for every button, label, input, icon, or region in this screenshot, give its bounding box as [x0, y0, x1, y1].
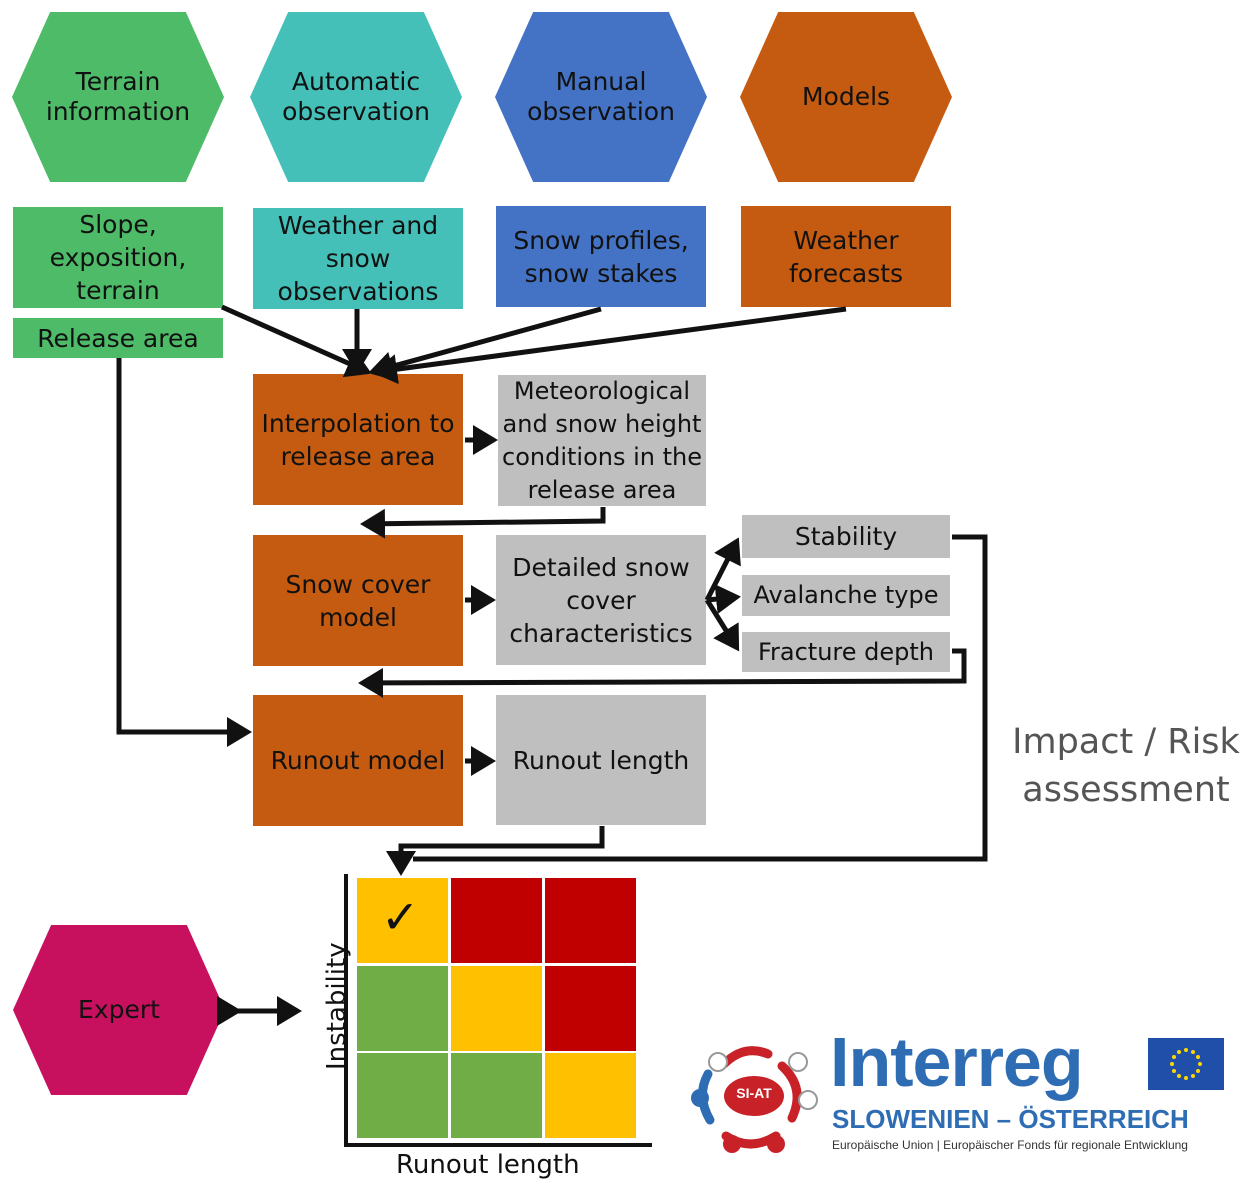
arrow-release-to-runout — [116, 358, 253, 747]
matrix-cell — [451, 878, 542, 963]
snow-profiles-label: Snow profiles, snow stakes — [513, 225, 689, 288]
matrix-cell — [545, 878, 636, 963]
fracture-depth-label: Fracture depth — [757, 637, 935, 666]
arrow-detailed-to-avalanche-type — [706, 584, 741, 615]
runout-model-box: Runout model — [253, 695, 463, 826]
matrix-cell — [545, 1053, 636, 1138]
detailed-snow-cover-label: Detailed snow cover characteristics — [509, 552, 693, 648]
arrow-detailed-to-fracture-depth — [704, 598, 740, 652]
weather-snow-observations-box: Weather and snow observations — [253, 208, 463, 309]
line-stability-to-matrix — [413, 534, 988, 862]
fracture-depth-box: Fracture depth — [742, 632, 950, 672]
automatic-observation-hexagon: Automatic observation — [250, 12, 462, 182]
interreg-wordmark: Interreg — [830, 1023, 1084, 1101]
weather-snow-observations-label: Weather and snow observations — [277, 211, 439, 306]
arrow-fracture-to-runout — [358, 648, 967, 698]
interreg-region: SLOWENIEN – ÖSTERREICH — [832, 1104, 1189, 1134]
slope-exposition-terrain-box: Slope, exposition, terrain — [13, 207, 223, 308]
arrow-terrain-to-interpolation — [220, 304, 372, 378]
expert-label: Expert — [78, 995, 160, 1024]
interpolation-box: Interpolation to release area — [253, 374, 463, 505]
matrix-cell — [357, 1053, 448, 1138]
runout-model-label: Runout model — [270, 746, 446, 775]
avalanche-type-label: Avalanche type — [753, 581, 939, 609]
runout-length-box: Runout length — [496, 695, 706, 825]
arrow-detailed-to-stability — [704, 537, 741, 602]
meteorological-conditions-box: Meteorological and snow height condition… — [498, 375, 706, 506]
release-area-label: Release area — [37, 323, 199, 353]
expert-hexagon: Expert — [13, 925, 225, 1095]
terrain-information-hexagon: Terrain information — [12, 12, 224, 182]
eu-flag-icon — [1148, 1038, 1224, 1090]
detailed-snow-cover-box: Detailed snow cover characteristics — [496, 535, 706, 665]
arrow-runout-length-to-matrix — [386, 826, 605, 877]
stability-label: Stability — [794, 522, 898, 551]
manual-observation-label: Manual observation — [527, 67, 675, 126]
interpolation-label: Interpolation to release area — [261, 408, 455, 471]
terrain-information-label: Terrain information — [45, 67, 191, 126]
matrix-cell — [451, 966, 542, 1051]
matrix-cell — [451, 1053, 542, 1138]
check-mark-icon: ✓ — [381, 890, 420, 944]
matrix-cell: ✓ — [357, 878, 448, 963]
interreg-tagline: Europäische Union | Europäischer Fonds f… — [832, 1138, 1188, 1152]
matrix-cell — [357, 966, 448, 1051]
slope-exposition-terrain-label: Slope, exposition, terrain — [49, 210, 187, 305]
arrow-profiles-to-interpolation — [368, 306, 602, 381]
automatic-observation-label: Automatic observation — [282, 67, 430, 126]
runout-length-label: Runout length — [512, 745, 690, 775]
matrix-x-axis-label: Runout length — [396, 1150, 580, 1180]
si-at-figures-icon — [691, 1046, 818, 1153]
arrow-meteorological-to-snowcover — [360, 507, 606, 539]
arrow-forecasts-to-interpolation — [372, 306, 847, 385]
weather-forecasts-box: Weather forecasts — [741, 206, 951, 307]
si-at-badge-text: SI-AT — [736, 1085, 772, 1101]
release-area-box: Release area — [13, 318, 223, 358]
manual-observation-hexagon: Manual observation — [495, 12, 707, 182]
models-label: Models — [801, 82, 891, 111]
interreg-logo: Interreg SLOWENIEN – ÖSTERREICH Europäis… — [828, 1023, 1228, 1158]
stability-box: Stability — [742, 515, 950, 558]
models-hexagon: Models — [740, 12, 952, 182]
meteorological-conditions-label: Meteorological and snow height condition… — [502, 376, 702, 504]
snow-cover-model-label: Snow cover model — [285, 569, 431, 632]
snow-profiles-box: Snow profiles, snow stakes — [496, 206, 706, 307]
weather-forecasts-label: Weather forecasts — [788, 225, 904, 288]
avalanche-type-box: Avalanche type — [742, 575, 950, 616]
matrix-cell — [545, 966, 636, 1051]
si-at-logo: SI-AT — [688, 1036, 820, 1154]
impact-risk-assessment-label: Impact / Risk assessment — [1012, 722, 1240, 810]
snow-cover-model-box: Snow cover model — [253, 535, 463, 666]
